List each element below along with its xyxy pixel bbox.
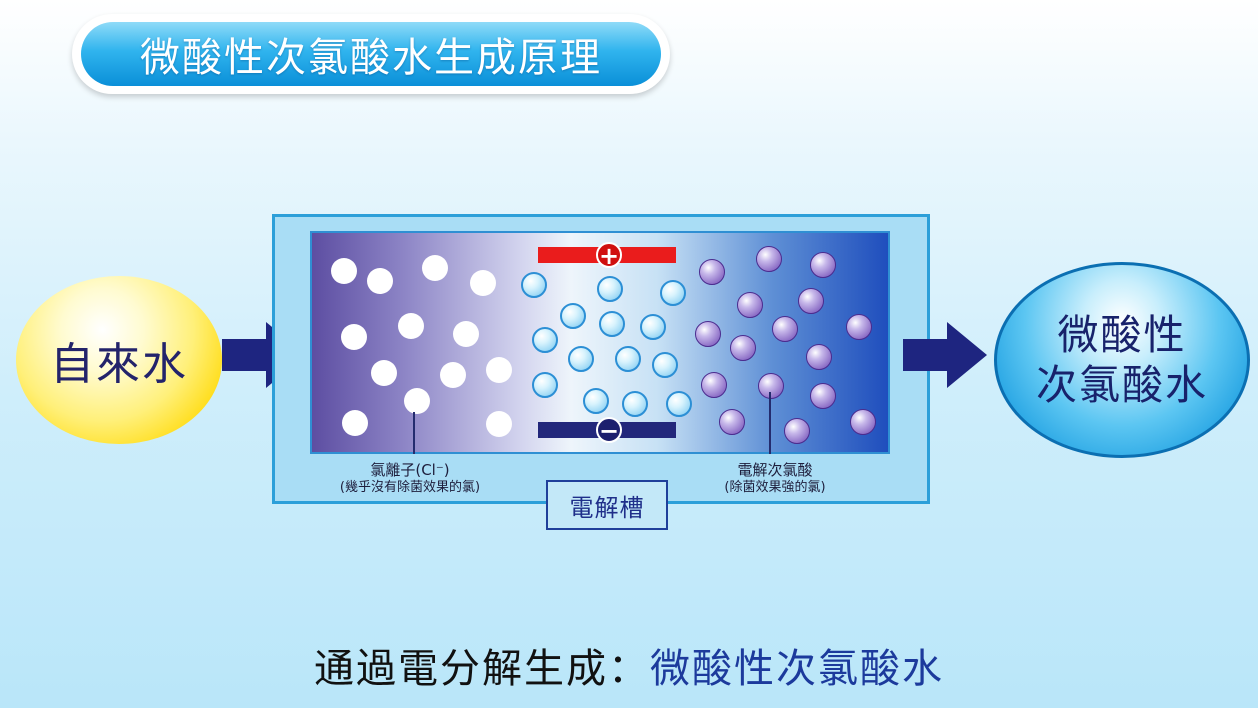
chloride-ion	[422, 255, 448, 281]
hypochlorous-acid-molecule	[701, 372, 727, 398]
chloride-ion	[371, 360, 397, 386]
negative-pole-icon: −	[596, 417, 622, 444]
bottom-caption: 通過電分解生成：微酸性次氯酸水	[0, 636, 1258, 694]
electrolysis-chamber	[310, 231, 890, 454]
chloride-ion	[404, 388, 430, 414]
transition-ion	[532, 327, 558, 353]
hypochlorous-acid-molecule	[806, 344, 832, 370]
hypochlorous-acid-molecule	[756, 246, 782, 272]
hypochlorous-acid-molecule	[719, 409, 745, 435]
electrolysis-cell-label: 電解槽	[546, 480, 668, 530]
hypochlorous-acid-molecule	[695, 321, 721, 347]
hypochlorous-acid-molecule	[758, 373, 784, 399]
chloride-ion	[486, 411, 512, 437]
hypochlorous-acid-molecule	[810, 252, 836, 278]
product-label-line2: 次氯酸水	[1036, 361, 1208, 409]
hypochlorous-acid-label: 電解次氯酸 (除菌效果強的氯)	[690, 461, 860, 497]
hypochlorous-acid-label-main: 電解次氯酸	[737, 461, 813, 479]
chloride-ion	[453, 321, 479, 347]
chloride-ion	[331, 258, 357, 284]
hypochlorous-acid-molecule	[737, 292, 763, 318]
transition-ion	[532, 372, 558, 398]
positive-pole-icon: +	[596, 242, 622, 269]
transition-ion	[521, 272, 547, 298]
tap-water-label: 自來水	[50, 339, 188, 390]
hypochlorous-acid-molecule	[846, 314, 872, 340]
hypochlorous-acid-molecule	[810, 383, 836, 409]
hypochlorous-acid-molecule	[850, 409, 876, 435]
chloride-ion	[341, 324, 367, 350]
product-label-line1: 微酸性	[1057, 311, 1187, 359]
chloride-ion	[398, 313, 424, 339]
chloride-ion-label-sub: (幾乎沒有除菌效果的氯)	[339, 480, 481, 495]
hypochlorous-acid-molecule	[699, 259, 725, 285]
title-badge: 微酸性次氯酸水生成原理	[72, 14, 670, 94]
title-badge-inner: 微酸性次氯酸水生成原理	[81, 22, 661, 86]
transition-ion	[622, 391, 648, 417]
transition-ion	[599, 311, 625, 337]
hypochlorous-acid-molecule	[798, 288, 824, 314]
chloride-ion	[470, 270, 496, 296]
transition-ion	[640, 314, 666, 340]
transition-ion	[660, 280, 686, 306]
chloride-ion	[367, 268, 393, 294]
chloride-ion	[486, 357, 512, 383]
transition-ion	[597, 276, 623, 302]
transition-ion	[666, 391, 692, 417]
hypochlorous-acid-leader-line	[769, 392, 771, 454]
transition-ion	[568, 346, 594, 372]
transition-ion	[583, 388, 609, 414]
hypochlorous-acid-molecule	[784, 418, 810, 444]
caption-prefix: 通過電分解生成：	[314, 646, 650, 692]
chloride-ion	[342, 410, 368, 436]
transition-ion	[652, 352, 678, 378]
hypochlorous-acid-molecule	[772, 316, 798, 342]
transition-ion	[615, 346, 641, 372]
chloride-ion-label: 氯離子(Cl⁻) (幾乎沒有除菌效果的氯)	[316, 461, 504, 497]
tap-water-circle: 自來水	[16, 276, 222, 444]
chloride-ion-label-main: 氯離子(Cl⁻)	[370, 461, 450, 479]
chloride-ion-leader-line	[413, 412, 415, 454]
chloride-ion	[440, 362, 466, 388]
arrow-out-icon	[903, 322, 987, 388]
transition-ion	[560, 303, 586, 329]
hypochlorous-acid-label-sub: (除菌效果強的氯)	[724, 480, 826, 495]
page-title: 微酸性次氯酸水生成原理	[140, 35, 602, 81]
hypochlorous-acid-molecule	[730, 335, 756, 361]
caption-highlight: 微酸性次氯酸水	[650, 646, 944, 692]
product-ellipse: 微酸性 次氯酸水	[994, 262, 1250, 458]
